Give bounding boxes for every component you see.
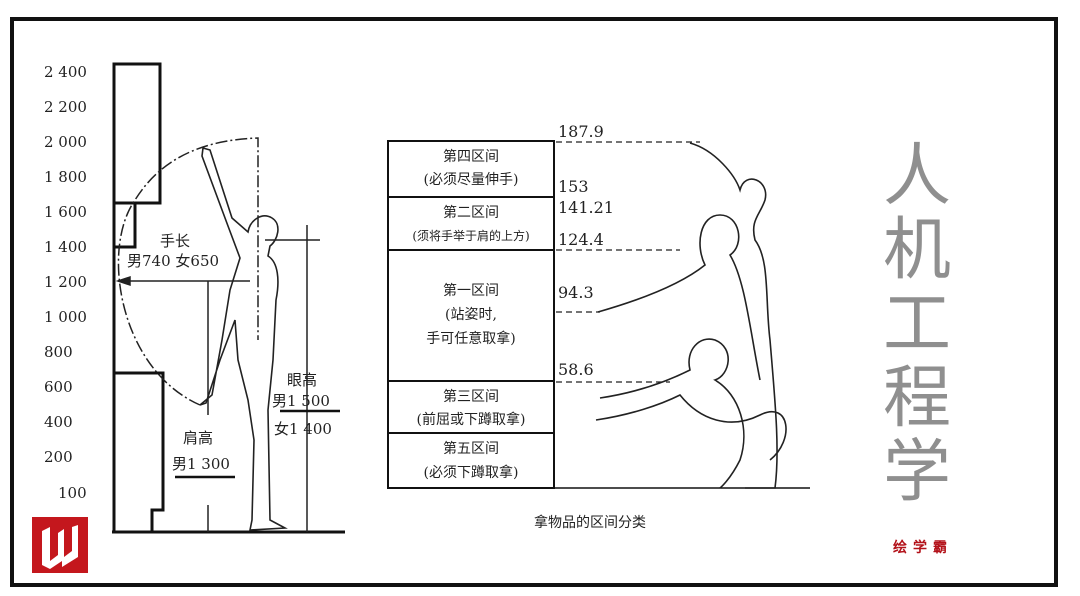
zone-diagram-caption: 拿物品的区间分类 — [534, 514, 646, 531]
height-scale: 2 400 2 200 2 000 1 800 1 600 1 400 1 20… — [44, 63, 87, 502]
image-frame — [10, 17, 1058, 587]
height-values: 187.9 153 141.21 124.4 94.3 58.6 — [558, 122, 614, 379]
arm-length-title: 手长 — [160, 232, 190, 250]
scale-label: 600 — [44, 378, 73, 396]
height-dashed-lines — [556, 141, 700, 383]
scale-label: 1 200 — [44, 273, 87, 291]
title-char: 人 — [882, 137, 951, 216]
scale-label: 1 600 — [44, 203, 87, 221]
scale-label: 2 400 — [44, 63, 87, 81]
shoulder-title: 肩高 — [183, 429, 213, 447]
scale-label: 1 400 — [44, 238, 87, 256]
scale-label: 2 200 — [44, 98, 87, 116]
zone-3-desc: (前屈或下蹲取拿) — [417, 411, 526, 428]
cabinet-outline — [112, 62, 345, 534]
scale-label: 200 — [44, 448, 73, 466]
title-char: 程 — [882, 359, 951, 438]
zone-5-desc: (必须下蹲取拿) — [424, 464, 519, 481]
zone-1-name: 第一区间 — [443, 282, 499, 299]
height-value: 124.4 — [558, 230, 604, 249]
reaching-figures — [595, 142, 787, 489]
scale-label: 800 — [44, 343, 73, 361]
eye-male: 男1 500 — [272, 392, 330, 410]
eye-female: 女1 400 — [274, 420, 332, 438]
zone-4-desc: (必须尽量伸手) — [424, 172, 519, 188]
height-value: 141.21 — [558, 198, 614, 217]
page-title: 人 机 工 程 学 — [872, 140, 962, 510]
zone-1-desc: (站姿时, — [445, 307, 497, 323]
arm-length-arrow — [115, 225, 320, 532]
title-char: 学 — [882, 433, 951, 512]
eye-height-label: 眼高 男1 500 女1 400 — [272, 371, 340, 438]
zone-5-name: 第五区间 — [443, 440, 499, 457]
zone-labels: 第四区间 (必须尽量伸手) 第二区间 (须将手举于肩的上方) 第一区间 (站姿时… — [412, 148, 529, 481]
reach-arc — [117, 137, 259, 406]
height-value: 94.3 — [558, 283, 594, 302]
height-value: 153 — [558, 177, 589, 196]
arm-length-label: 手长 男740 女650 — [127, 232, 219, 270]
zone-4-name: 第四区间 — [443, 148, 499, 165]
shoulder-height-label: 肩高 男1 300 — [172, 429, 235, 479]
height-value: 58.6 — [558, 360, 594, 379]
scale-label: 2 000 — [44, 133, 87, 151]
logo-w-icon — [42, 525, 78, 569]
scale-label: 1 800 — [44, 168, 87, 186]
zone-2-name: 第二区间 — [443, 204, 499, 221]
zone-1-desc2: 手可任意取拿) — [426, 330, 515, 347]
zone-table — [387, 140, 810, 489]
eye-title: 眼高 — [287, 371, 317, 389]
shoulder-value: 男1 300 — [172, 455, 230, 473]
arm-length-values: 男740 女650 — [127, 252, 219, 270]
scale-label: 400 — [44, 413, 73, 431]
zone-2-desc: (须将手举于肩的上方) — [412, 228, 529, 243]
standing-person-figure — [199, 146, 288, 531]
height-value: 187.9 — [558, 122, 604, 141]
brand-logo — [32, 517, 88, 573]
title-char: 机 — [882, 211, 951, 290]
title-char: 工 — [882, 285, 951, 364]
zone-3-name: 第三区间 — [443, 388, 499, 405]
scale-label: 1 000 — [44, 308, 87, 326]
brand-name: 绘学霸 — [893, 540, 953, 556]
scale-label: 100 — [58, 484, 87, 502]
